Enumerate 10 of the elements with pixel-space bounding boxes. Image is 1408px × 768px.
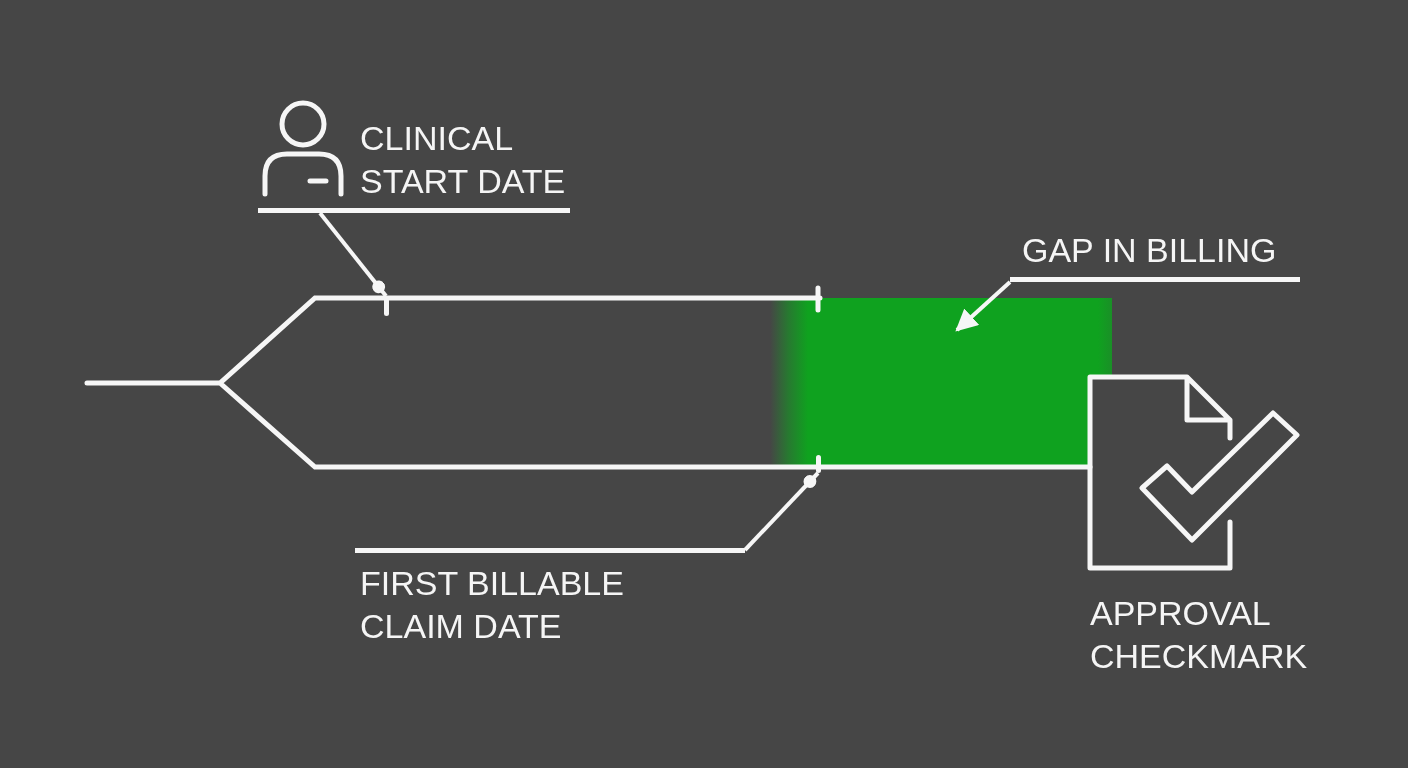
callout-label: CLINICAL START DATE <box>360 118 567 202</box>
leader-arrow <box>955 280 1012 332</box>
tick-mark <box>815 455 821 473</box>
highlight-band <box>770 298 1112 467</box>
icon-caption: APPROVAL CHECKMARK <box>1090 593 1309 677</box>
underlined-callout <box>258 100 570 213</box>
callout-label: GAP IN BILLING <box>1022 230 1278 271</box>
callout-label: FIRST BILLABLE CLAIM DATE <box>360 563 625 647</box>
leader-line <box>743 471 820 552</box>
leader-line <box>318 211 388 298</box>
